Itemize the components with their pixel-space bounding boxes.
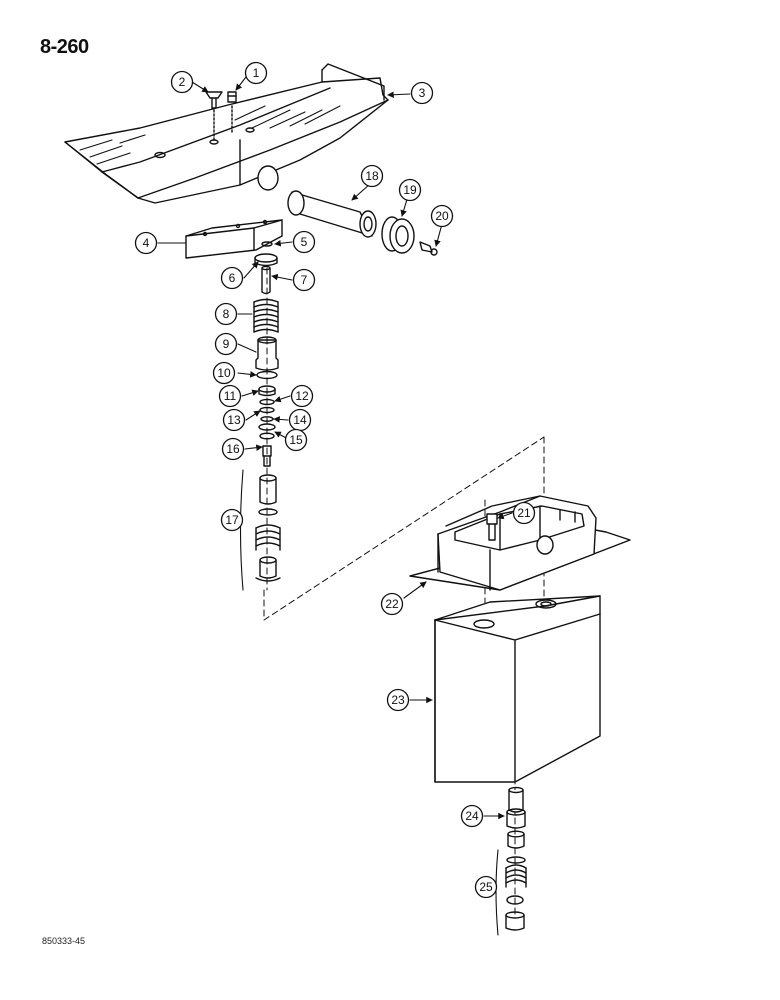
bushing-part bbox=[381, 216, 415, 254]
callout-label: 25 bbox=[479, 880, 493, 894]
callout-3: 3 bbox=[410, 81, 434, 105]
callout-12: 12 bbox=[290, 384, 314, 408]
callout-label: 1 bbox=[253, 66, 260, 80]
callout-circle bbox=[220, 266, 244, 290]
callout-15: 15 bbox=[284, 428, 308, 452]
plunger-stack bbox=[253, 241, 279, 467]
callout-label: 5 bbox=[301, 235, 308, 249]
callout-label: 18 bbox=[365, 169, 379, 183]
callout-label: 3 bbox=[419, 86, 426, 100]
callout-label: 22 bbox=[385, 597, 399, 611]
callout-label: 23 bbox=[391, 693, 405, 707]
callout-label: 20 bbox=[435, 209, 449, 223]
screw-part bbox=[205, 91, 223, 109]
callout-4: 4 bbox=[134, 231, 158, 255]
callout-circle bbox=[512, 501, 536, 525]
callout-10: 10 bbox=[212, 361, 236, 385]
callout-23: 23 bbox=[386, 688, 410, 712]
callout-circle bbox=[292, 230, 316, 254]
callout-circle bbox=[170, 70, 194, 94]
callout-16: 16 bbox=[221, 437, 245, 461]
callout-circle bbox=[218, 384, 242, 408]
callout-label: 8 bbox=[223, 307, 230, 321]
callout-circle bbox=[398, 178, 422, 202]
callout-label: 6 bbox=[229, 271, 236, 285]
valve-cartridge-group bbox=[239, 469, 281, 591]
callout-label: 4 bbox=[143, 236, 150, 250]
callout-label: 21 bbox=[517, 506, 531, 520]
callout-label: 14 bbox=[293, 413, 307, 427]
callout-2: 2 bbox=[170, 70, 194, 94]
callout-circle bbox=[220, 508, 244, 532]
callout-circle bbox=[214, 332, 238, 356]
callout-label: 13 bbox=[227, 413, 241, 427]
callout-label: 10 bbox=[217, 366, 231, 380]
callout-8: 8 bbox=[214, 302, 238, 326]
spool-part bbox=[506, 786, 526, 849]
callout-label: 15 bbox=[289, 433, 303, 447]
callout-1: 1 bbox=[244, 61, 268, 85]
callout-5: 5 bbox=[292, 230, 316, 254]
callout-circle bbox=[214, 302, 238, 326]
callout-label: 7 bbox=[301, 273, 308, 287]
callout-circle bbox=[460, 804, 484, 828]
callout-circle bbox=[430, 204, 454, 228]
callout-24: 24 bbox=[460, 804, 484, 828]
callout-circle bbox=[386, 688, 410, 712]
callout-18: 18 bbox=[360, 164, 384, 188]
setscrew-part bbox=[227, 91, 237, 103]
callout-9: 9 bbox=[214, 332, 238, 356]
valve-body-part bbox=[434, 595, 601, 783]
callout-19: 19 bbox=[398, 178, 422, 202]
callout-label: 2 bbox=[179, 75, 186, 89]
callout-circle bbox=[380, 592, 404, 616]
callout-11: 11 bbox=[218, 384, 242, 408]
cap-screw-part bbox=[486, 513, 498, 541]
callout-circle bbox=[134, 231, 158, 255]
callout-label: 12 bbox=[295, 389, 309, 403]
callout-6: 6 bbox=[220, 266, 244, 290]
callout-circle bbox=[244, 61, 268, 85]
callout-circle bbox=[212, 361, 236, 385]
callout-13: 13 bbox=[222, 408, 246, 432]
callout-circle bbox=[292, 268, 316, 292]
callout-circle bbox=[221, 437, 245, 461]
callout-circle bbox=[474, 875, 498, 899]
callout-circle bbox=[284, 428, 308, 452]
callout-label: 11 bbox=[224, 389, 237, 403]
page-number: 8-260 bbox=[40, 36, 89, 58]
drawing-reference-code: 850333-45 bbox=[42, 936, 86, 946]
callout-25: 25 bbox=[474, 875, 498, 899]
callout-20: 20 bbox=[430, 204, 454, 228]
pedal-part bbox=[64, 63, 389, 204]
callout-21: 21 bbox=[512, 501, 536, 525]
pivot-pin-part bbox=[287, 190, 377, 238]
spring-group-part bbox=[495, 849, 527, 936]
callout-22: 22 bbox=[380, 592, 404, 616]
callout-circle bbox=[360, 164, 384, 188]
callout-7: 7 bbox=[292, 268, 316, 292]
callout-label: 19 bbox=[403, 183, 417, 197]
callout-label: 24 bbox=[465, 809, 479, 823]
grease-fitting-part bbox=[419, 241, 438, 256]
callout-label: 17 bbox=[225, 513, 239, 527]
stop-block-part bbox=[185, 219, 283, 259]
callout-17: 17 bbox=[220, 508, 244, 532]
assembly-centerlines bbox=[263, 267, 545, 931]
callout-14: 14 bbox=[288, 408, 312, 432]
callout-circle bbox=[290, 384, 314, 408]
callout-label: 16 bbox=[226, 442, 240, 456]
callout-circle bbox=[222, 408, 246, 432]
callout-circle bbox=[410, 81, 434, 105]
callout-label: 9 bbox=[223, 337, 230, 351]
mounting-plate-part bbox=[409, 495, 631, 591]
